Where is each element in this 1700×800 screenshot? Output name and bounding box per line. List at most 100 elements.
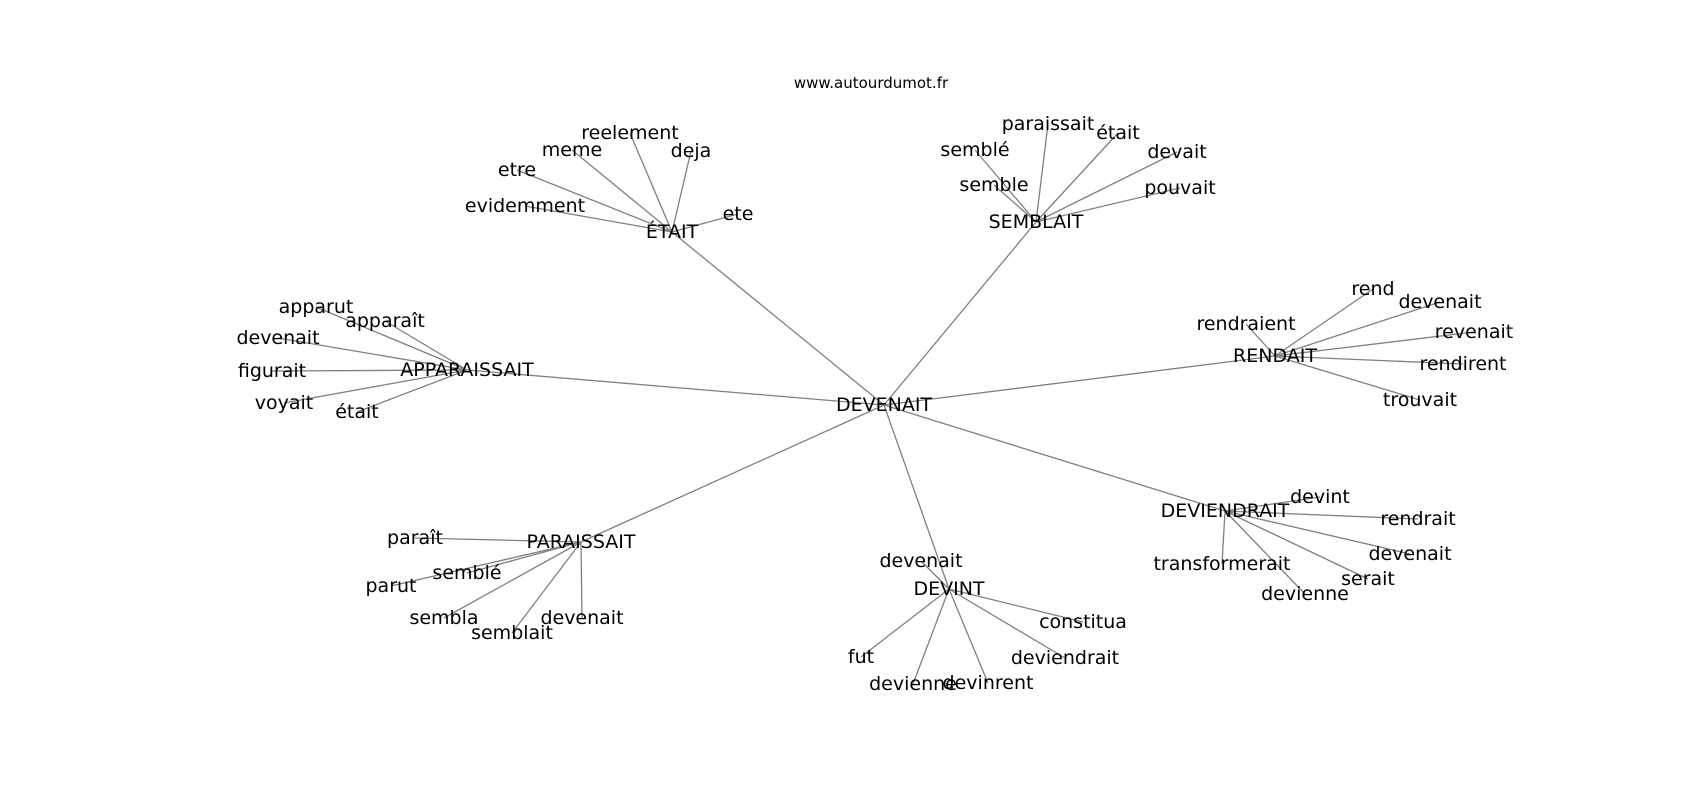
leaf-node-apparaissait-2: devenait bbox=[236, 327, 319, 349]
leaf-node-devint-5: devinrent bbox=[943, 672, 1034, 694]
edge-apparaissait-leaf-1 bbox=[384, 320, 468, 371]
leaf-node-apparaissait-4: voyait bbox=[255, 392, 313, 414]
leaf-node-devint-1: constitua bbox=[1039, 611, 1127, 633]
edge-deviendrait-leaf-5 bbox=[1224, 510, 1306, 595]
edge-devint-leaf-0 bbox=[920, 560, 950, 590]
edge-paraissait-leaf-3 bbox=[443, 541, 582, 619]
leaf-node-rendait-3: revenait bbox=[1435, 321, 1513, 343]
edge-deviendrait-leaf-3 bbox=[1221, 510, 1226, 565]
edge-apparaissait-leaf-3 bbox=[271, 369, 468, 372]
leaf-node-deviendrait-1: rendrait bbox=[1380, 508, 1455, 530]
edge-center-deviendrait bbox=[883, 404, 1226, 512]
hub-node-etait: ÉTAIT bbox=[646, 220, 699, 243]
edge-paraissait-leaf-5 bbox=[580, 541, 583, 619]
edge-rendait-leaf-0 bbox=[1274, 288, 1374, 357]
edge-center-rendait bbox=[883, 355, 1276, 406]
leaf-node-rendait-2: rendraient bbox=[1196, 313, 1295, 335]
edge-paraissait-leaf-2 bbox=[390, 541, 582, 587]
edge-paraissait-leaf-1 bbox=[466, 541, 582, 574]
edge-semblait-leaf-4 bbox=[993, 184, 1037, 223]
leaf-node-paraissait-1: semblé bbox=[432, 562, 501, 584]
edge-etait-leaf-3 bbox=[516, 169, 673, 233]
edge-devint-leaf-1 bbox=[948, 588, 1084, 623]
leaf-node-rendait-0: rend bbox=[1351, 278, 1394, 300]
leaf-node-semblait-0: paraissait bbox=[1002, 113, 1095, 135]
edge-etait-leaf-4 bbox=[524, 205, 673, 233]
leaf-node-etait-0: reelement bbox=[581, 122, 678, 144]
graph-edges bbox=[271, 123, 1475, 685]
hub-node-devint: DEVINT bbox=[913, 578, 984, 600]
edge-semblait-leaf-2 bbox=[1035, 132, 1119, 223]
edge-devint-leaf-2 bbox=[860, 588, 950, 658]
edge-apparaissait-leaf-4 bbox=[283, 369, 468, 404]
leaf-node-deviendrait-2: devenait bbox=[1368, 543, 1451, 565]
edge-apparaissait-leaf-5 bbox=[356, 369, 468, 413]
edge-rendait-leaf-2 bbox=[1245, 323, 1276, 357]
hub-node-deviendrait: DEVIENDRAIT bbox=[1161, 500, 1290, 522]
leaf-node-apparaissait-3: figurait bbox=[238, 360, 306, 382]
leaf-node-etait-5: ete bbox=[723, 203, 754, 225]
edge-rendait-leaf-5 bbox=[1274, 355, 1421, 401]
node-devenait-center: DEVENAIT bbox=[836, 394, 932, 416]
leaf-node-semblait-5: pouvait bbox=[1144, 177, 1215, 199]
edge-semblait-leaf-3 bbox=[1035, 151, 1178, 223]
edge-deviendrait-leaf-1 bbox=[1224, 510, 1419, 520]
leaf-node-deviendrait-5: devienne bbox=[1261, 583, 1349, 605]
edge-devint-leaf-5 bbox=[948, 588, 989, 684]
edge-apparaissait-leaf-0 bbox=[315, 306, 468, 371]
edge-deviendrait-leaf-4 bbox=[1224, 510, 1369, 580]
leaf-node-devint-3: deviendrait bbox=[1011, 647, 1119, 669]
edge-apparaissait-leaf-2 bbox=[277, 337, 468, 371]
edge-deviendrait-leaf-2 bbox=[1224, 510, 1411, 555]
edge-semblait-leaf-1 bbox=[974, 149, 1037, 223]
leaf-node-paraissait-4: semblait bbox=[471, 622, 553, 644]
leaf-node-etait-3: etre bbox=[498, 159, 536, 181]
leaf-node-rendait-5: trouvait bbox=[1383, 389, 1457, 411]
edge-etait-leaf-0 bbox=[629, 132, 673, 233]
leaf-node-deviendrait-3: transformerait bbox=[1153, 553, 1290, 575]
leaf-node-paraissait-0: paraît bbox=[387, 527, 443, 549]
leaf-node-etait-4: evidemment bbox=[465, 195, 585, 217]
edge-semblait-leaf-0 bbox=[1035, 123, 1049, 223]
edge-devint-leaf-4 bbox=[912, 588, 950, 685]
leaf-node-semblait-2: était bbox=[1096, 122, 1140, 144]
edge-etait-leaf-2 bbox=[671, 150, 692, 233]
edge-paraissait-leaf-0 bbox=[414, 537, 582, 543]
leaf-node-apparaissait-5: était bbox=[335, 401, 379, 423]
hub-node-semblait: SEMBLAIT bbox=[989, 211, 1084, 233]
leaf-node-rendait-1: devenait bbox=[1398, 291, 1481, 313]
edge-rendait-leaf-4 bbox=[1274, 355, 1464, 365]
edge-etait-leaf-5 bbox=[671, 213, 739, 233]
leaf-node-rendait-4: rendirent bbox=[1419, 353, 1506, 375]
leaf-node-paraissait-5: devenait bbox=[540, 607, 623, 629]
hub-node-rendait: RENDAIT bbox=[1233, 345, 1317, 367]
leaf-node-devint-4: devienne bbox=[869, 673, 957, 695]
leaf-node-devint-0: devenait bbox=[879, 550, 962, 572]
leaf-node-semblait-4: semble bbox=[959, 174, 1028, 196]
leaf-node-apparaissait-0: apparut bbox=[279, 296, 354, 318]
edge-deviendrait-leaf-0 bbox=[1224, 496, 1321, 512]
edge-semblait-leaf-5 bbox=[1035, 187, 1181, 223]
edge-etait-leaf-1 bbox=[571, 149, 673, 233]
leaf-node-etait-2: deja bbox=[671, 140, 712, 162]
leaf-node-semblait-3: devait bbox=[1147, 141, 1206, 163]
edge-devint-leaf-3 bbox=[948, 588, 1066, 659]
leaf-node-etait-1: meme bbox=[542, 139, 602, 161]
edge-paraissait-leaf-4 bbox=[511, 541, 582, 634]
edge-center-paraissait bbox=[580, 404, 885, 543]
leaf-node-devint-2: fut bbox=[848, 646, 874, 668]
edge-center-semblait bbox=[883, 221, 1037, 406]
leaf-node-deviendrait-0: devint bbox=[1290, 486, 1350, 508]
edge-rendait-leaf-3 bbox=[1274, 331, 1475, 357]
leaf-node-apparaissait-1: apparaît bbox=[345, 310, 425, 332]
leaf-node-semblait-1: semblé bbox=[940, 139, 1009, 161]
edge-center-etait bbox=[671, 231, 885, 406]
hub-node-apparaissait: APPARAISSAIT bbox=[400, 359, 534, 381]
edge-rendait-leaf-1 bbox=[1274, 301, 1441, 357]
hub-node-paraissait: PARAISSAIT bbox=[527, 531, 636, 553]
leaf-node-deviendrait-4: serait bbox=[1341, 568, 1395, 590]
leaf-node-paraissait-2: parut bbox=[365, 575, 416, 597]
source-label: www.autourdumot.fr bbox=[794, 74, 949, 92]
